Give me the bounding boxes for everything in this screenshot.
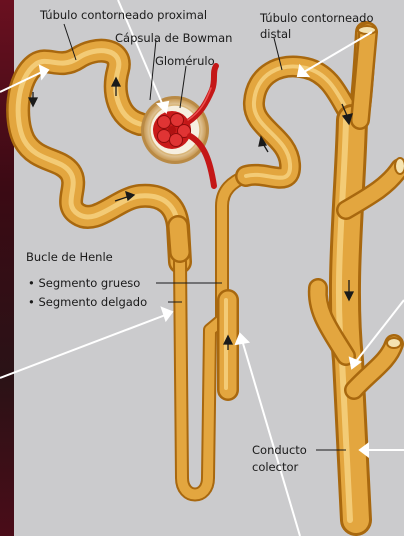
label-collecting-duct-line1: Conducto	[252, 443, 307, 457]
label-thick-segment: • Segmento grueso	[28, 276, 140, 290]
duct-open-end-lowright	[387, 338, 401, 348]
pointer-line	[0, 314, 168, 378]
label-collecting-duct-line2: colector	[252, 460, 298, 474]
glomerulus	[153, 111, 191, 149]
label-thin-segment-text: Segmento delgado	[38, 295, 147, 309]
duct-open-end-right	[395, 158, 404, 174]
label-thick-segment-text: Segmento grueso	[38, 276, 140, 290]
label-bowman-capsule: Cápsula de Bowman	[115, 31, 232, 45]
nephron-tubule	[18, 51, 246, 495]
label-proximal-tubule: Túbulo contorneado proximal	[40, 8, 207, 22]
duct-open-end-top	[358, 26, 376, 34]
label-distal-tubule-line2: distal	[260, 27, 291, 41]
label-glomerulus: Glomérulo	[155, 54, 215, 68]
pointer-line	[242, 340, 300, 536]
bullet: •	[28, 295, 35, 309]
bullet: •	[28, 276, 35, 290]
label-distal-tubule-line1: Túbulo contorneado	[260, 11, 374, 25]
label-thin-segment: • Segmento delgado	[28, 295, 147, 309]
label-loop-of-henle: Bucle de Henle	[26, 250, 113, 264]
